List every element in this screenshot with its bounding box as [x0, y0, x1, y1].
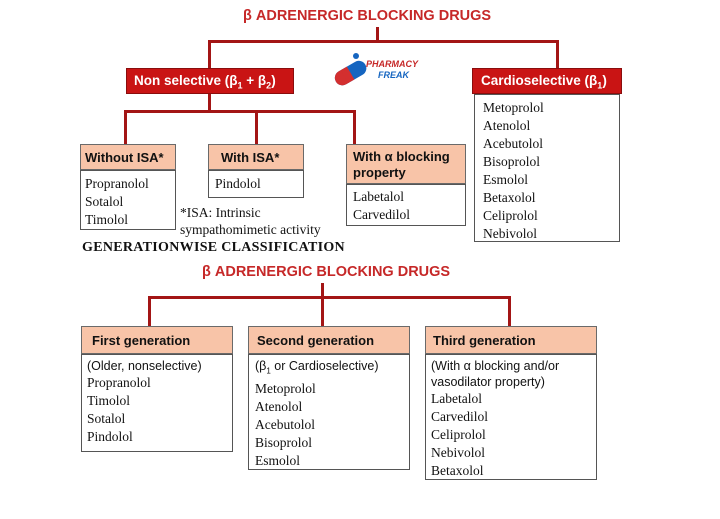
list-item: Celiprolol — [431, 427, 486, 442]
connector — [124, 110, 127, 144]
connector — [208, 40, 211, 68]
list-item: Labetalol — [431, 391, 482, 406]
connector — [208, 40, 559, 43]
list-item: Carvedilol — [353, 207, 410, 222]
connector — [321, 296, 324, 326]
list-item: Acebutolol — [255, 416, 315, 432]
with-alpha-label-line2: property — [353, 165, 406, 180]
svg-text:FREAK: FREAK — [378, 70, 410, 80]
note-text: or Cardioselective) — [270, 359, 379, 373]
with-isa-header: With ISA* — [208, 144, 304, 170]
connector — [556, 40, 559, 68]
list-item: Atenolol — [483, 118, 531, 133]
connector — [353, 110, 356, 144]
without-isa-drug-list: Propranolol Sotalol Timolol — [80, 170, 176, 230]
list-item: Bisoprolol — [255, 434, 313, 450]
list-item: Nebivolol — [483, 226, 537, 241]
connector — [124, 110, 356, 113]
second-generation-header: Second generation — [248, 326, 410, 354]
subscript: 2 — [266, 80, 272, 91]
with-alpha-blocking-drug-list: Labetalol Carvedilol — [346, 184, 466, 226]
bottom-title: β ADRENERGIC BLOCKING DRUGS — [202, 264, 451, 280]
first-generation-header: First generation — [81, 326, 233, 354]
list-item: Esmolol — [483, 172, 529, 187]
list-item: Sotalol — [87, 411, 126, 426]
list-item: Bisoprolol — [483, 154, 541, 169]
list-item: Propranolol — [87, 375, 151, 390]
connector — [255, 110, 258, 144]
without-isa-header: Without ISA* — [80, 144, 176, 170]
generation-note: (Older, nonselective) — [87, 359, 202, 373]
with-isa-drug-list: Pindolol — [208, 170, 304, 198]
third-generation-drug-list: (With α blocking and/or vasodilator prop… — [425, 354, 597, 480]
connector — [208, 94, 211, 112]
subscript: 1 — [266, 366, 271, 376]
connector — [148, 296, 511, 299]
generation-note: vasodilator property) — [431, 375, 545, 389]
list-item: Metoprolol — [255, 380, 316, 396]
list-item: Celiprolol — [483, 208, 538, 223]
isa-footnote: *ISA: Intrinsic sympathomimetic activity — [180, 204, 321, 238]
pill-logo-icon: PHARMACY FREAK — [334, 53, 419, 86]
list-item: Betaxolol — [431, 463, 484, 478]
list-item: Carvedilol — [431, 409, 488, 424]
connector — [376, 27, 379, 42]
non-selective-label-end: ) — [271, 73, 276, 88]
subscript: 1 — [237, 80, 243, 91]
first-generation-label: First generation — [92, 333, 191, 348]
footnote-line: sympathomimetic activity — [180, 222, 321, 237]
cardioselective-box: Cardioselective (β1) — [472, 68, 622, 94]
note-text: (β — [255, 359, 267, 373]
cardioselective-drug-list: Metoprolol Atenolol Acebutolol Bisoprolo… — [474, 94, 620, 242]
list-item: Nebivolol — [431, 445, 485, 460]
list-item: Atenolol — [255, 398, 303, 414]
with-alpha-label-line1: With α blocking — [353, 149, 450, 164]
connector — [321, 283, 324, 298]
non-selective-label: Non selective (β — [134, 73, 238, 88]
non-selective-box: Non selective (β1 + β2) — [126, 68, 294, 94]
list-item: Pindolol — [215, 176, 261, 191]
list-item: Propranolol — [85, 176, 149, 191]
generation-note: (β1 or Cardioselective) — [255, 358, 409, 380]
list-item: Metoprolol — [483, 100, 544, 115]
cardioselective-label: Cardioselective (β — [481, 73, 598, 88]
connector — [508, 296, 511, 326]
without-isa-label: Without ISA* — [85, 150, 164, 165]
section-title: GENERATIONWISE CLASSIFICATION — [82, 240, 345, 255]
list-item: Betaxolol — [483, 190, 536, 205]
top-title: β ADRENERGIC BLOCKING DRUGS — [243, 8, 492, 24]
first-generation-drug-list: (Older, nonselective) Propranolol Timolo… — [81, 354, 233, 452]
list-item: Labetalol — [353, 189, 404, 204]
footnote-line: *ISA: Intrinsic — [180, 205, 261, 220]
list-item: Esmolol — [255, 452, 301, 468]
list-item: Pindolol — [87, 429, 133, 444]
list-item: Timolol — [85, 212, 129, 227]
non-selective-label-mid: + β — [242, 73, 267, 88]
second-generation-drug-list: (β1 or Cardioselective) Metoprolol Ateno… — [248, 354, 410, 470]
with-isa-label: With ISA* — [221, 150, 280, 165]
second-generation-label: Second generation — [257, 333, 375, 348]
pharmacy-freak-logo: PHARMACY FREAK — [328, 50, 428, 92]
subscript: 1 — [597, 80, 603, 91]
third-generation-header: Third generation — [425, 326, 597, 354]
generation-note: (With α blocking and/or — [431, 359, 560, 373]
with-alpha-blocking-header: With α blocking property — [346, 144, 466, 184]
list-item: Timolol — [87, 393, 131, 408]
svg-text:PHARMACY: PHARMACY — [366, 59, 419, 69]
list-item: Sotalol — [85, 194, 124, 209]
connector — [148, 296, 151, 326]
third-generation-label: Third generation — [433, 333, 536, 348]
cardioselective-label-end: ) — [602, 73, 607, 88]
list-item: Acebutolol — [483, 136, 543, 151]
